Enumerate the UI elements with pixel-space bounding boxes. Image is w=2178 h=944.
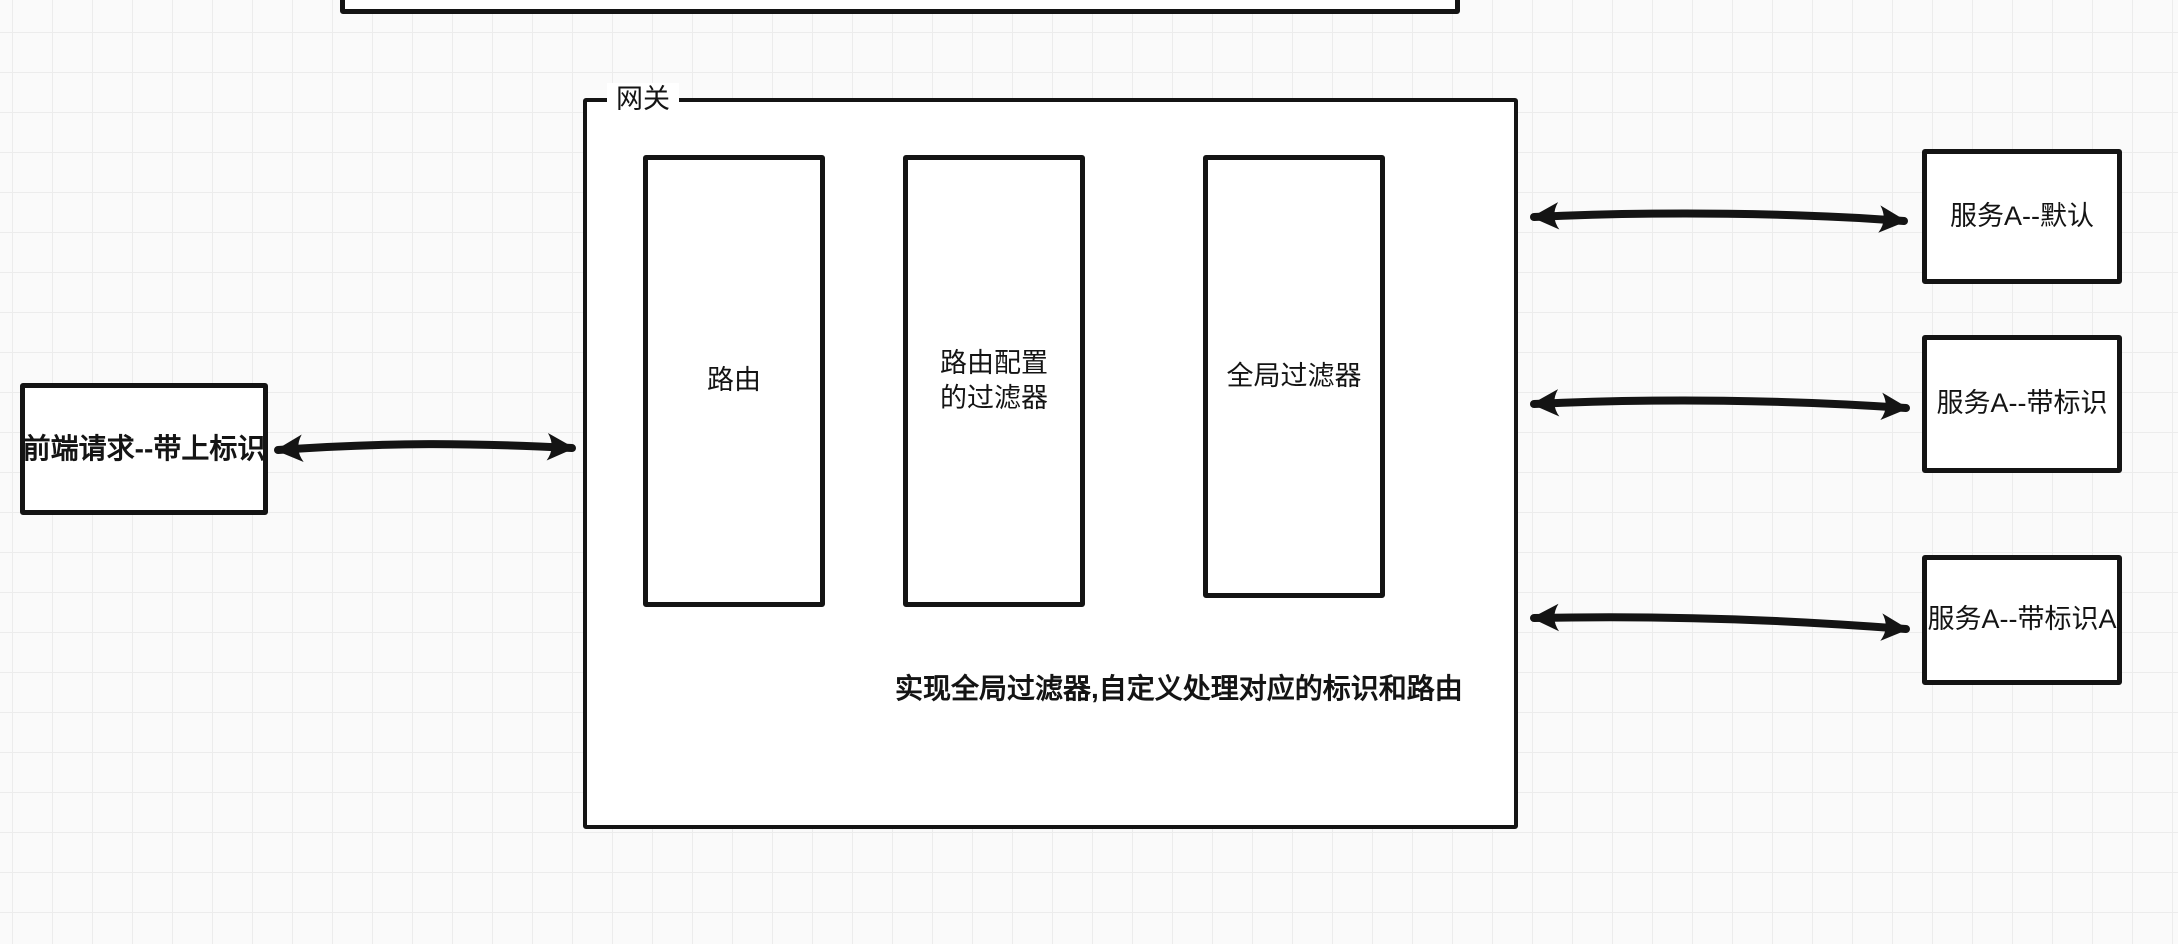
gateway-label: 网关	[607, 83, 679, 116]
route-filters-column-label: 路由配置 的过滤器	[940, 346, 1048, 416]
global-filter-column-box[interactable]: 全局过滤器	[1203, 155, 1385, 598]
service-a-tagged-a-box[interactable]: 服务A--带标识A	[1922, 555, 2122, 685]
connector-gateway-service-default[interactable]	[1530, 202, 1908, 233]
top-partial-box[interactable]	[340, 0, 1460, 14]
connector-gateway-service-tagged[interactable]	[1530, 389, 1910, 421]
connector-frontend-gateway[interactable]	[274, 433, 576, 462]
service-a-default-label: 服务A--默认	[1950, 200, 2094, 231]
service-a-tagged-a-label: 服务A--带标识A	[1927, 604, 2117, 635]
frontend-request-box[interactable]: 前端请求--带上标识	[20, 383, 268, 515]
route-filters-column-box[interactable]: 路由配置 的过滤器	[903, 155, 1085, 607]
gateway-annotation-text: 实现全局过滤器,自定义处理对应的标识和路由	[895, 673, 1463, 704]
route-column-label: 路由	[707, 365, 761, 396]
service-a-tagged-box[interactable]: 服务A--带标识	[1922, 335, 2122, 473]
route-column-box[interactable]: 路由	[643, 155, 825, 607]
service-a-default-box[interactable]: 服务A--默认	[1922, 149, 2122, 284]
route-filters-label-line1: 路由配置	[940, 347, 1048, 378]
frontend-request-label: 前端请求--带上标识	[22, 432, 266, 464]
service-a-tagged-label: 服务A--带标识	[1936, 388, 2108, 419]
global-filter-column-label: 全局过滤器	[1226, 360, 1362, 391]
route-filters-label-line2: 的过滤器	[940, 383, 1048, 413]
connector-gateway-service-tagged-a[interactable]	[1530, 603, 1910, 641]
